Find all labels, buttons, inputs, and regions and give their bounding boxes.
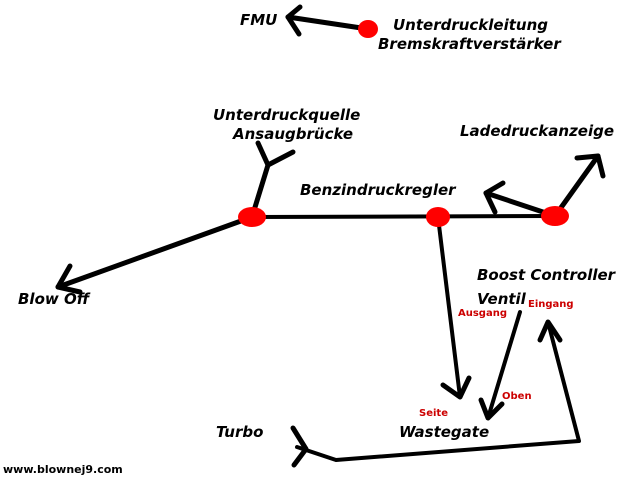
label-outlet: Ausgang	[458, 308, 507, 319]
label-fuel-pressure-regulator: Benzindruckregler	[300, 181, 456, 199]
arrowhead-wastegate-top	[478, 397, 505, 421]
label-top: Oben	[502, 391, 532, 402]
label-side: Seite	[419, 408, 448, 419]
hose-boost-gauge	[552, 153, 601, 219]
hose-brake-to-fmu	[285, 14, 371, 32]
hose-blow-off	[55, 214, 255, 290]
label-vacuum-source-1: Unterdruckquelle	[213, 106, 361, 124]
hose-controller-outlet	[486, 310, 522, 420]
label-boost-gauge: Ladedruckanzeige	[460, 122, 615, 140]
label-fmu: FMU	[240, 11, 278, 29]
junction-node-vacuum	[238, 207, 266, 227]
label-brake-line-2: Bremskraftverstärker	[378, 35, 561, 53]
junction-node-regulator	[426, 207, 450, 227]
arrowhead-boost-gauge	[574, 153, 606, 179]
website-credit: www.blownej9.com	[3, 463, 123, 476]
label-vacuum-source-2: Ansaugbrücke	[233, 125, 354, 143]
arrowhead-turbo	[290, 425, 309, 468]
label-valve: Ventil	[477, 290, 526, 308]
hose-manifold-main	[250, 214, 557, 219]
junction-node-gauge	[541, 206, 569, 226]
label-boost-controller: Boost Controller	[477, 266, 616, 284]
arrowhead-fuel-regulator	[483, 180, 506, 215]
arrowhead-wastegate-side	[440, 375, 472, 400]
arrowhead-blow-off	[55, 263, 83, 295]
label-blow-off: Blow Off	[18, 290, 90, 308]
arrowhead-fmu	[285, 4, 303, 37]
arrowhead-vacuum-source	[255, 140, 296, 168]
label-brake-line-1: Unterdruckleitung	[393, 16, 549, 34]
hose-turbo-to-controller	[295, 320, 581, 462]
label-turbo: Turbo	[216, 423, 264, 441]
junction-node-brake	[358, 20, 378, 38]
label-inlet: Eingang	[528, 299, 574, 310]
hose-wastegate-side	[436, 215, 462, 399]
label-wastegate: Wastegate	[399, 423, 490, 441]
arrowhead-controller-inlet	[537, 319, 563, 343]
